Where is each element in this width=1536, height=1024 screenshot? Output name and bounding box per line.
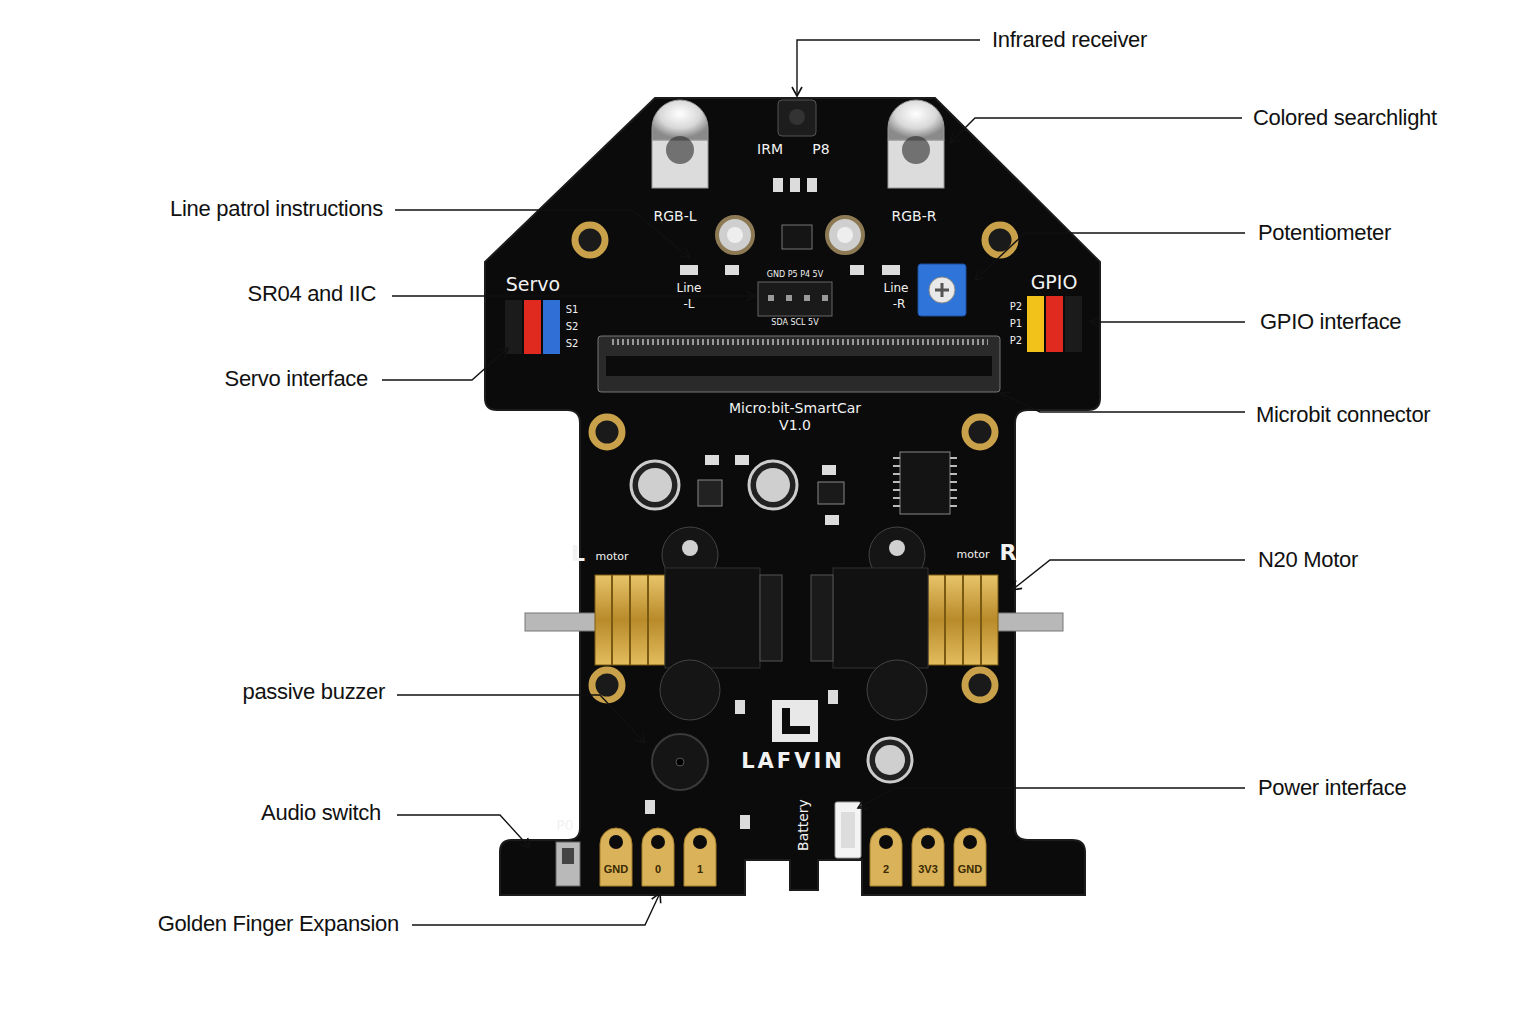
pin-label: P0 <box>556 818 573 832</box>
passive-buzzer <box>652 734 708 790</box>
silkscreen-text: Line <box>676 282 701 294</box>
power-connector <box>835 802 861 858</box>
audio-switch <box>556 842 580 886</box>
callout-label: Audio switch <box>261 802 381 824</box>
callout-label: Line patrol instructions <box>170 198 383 220</box>
servo-header <box>505 300 560 354</box>
silkscreen-text: P8 <box>812 142 829 156</box>
callout-label: N20 Motor <box>1258 549 1358 571</box>
pin-label: P2 <box>1010 336 1022 346</box>
finger-label: 2 <box>883 864 889 875</box>
finger-label: 3V3 <box>918 864 938 875</box>
motor-side: L <box>571 543 585 565</box>
finger-label: 1 <box>697 864 703 875</box>
silkscreen-text: IRM <box>757 142 783 156</box>
finger-label: GND <box>958 864 982 875</box>
silkscreen-text: motor <box>956 549 989 560</box>
smd-parts <box>645 178 900 829</box>
pcb-board <box>485 98 1100 895</box>
silkscreen-text: -L <box>683 298 694 310</box>
driver-ic <box>900 452 950 514</box>
silkscreen-text: motor <box>595 551 628 562</box>
potentiometer <box>918 264 966 316</box>
pin-label: P2 <box>1010 302 1022 312</box>
silkscreen-title: GPIO <box>1031 273 1078 292</box>
golden-fingers <box>600 828 986 886</box>
pin-label: S2 <box>566 339 579 349</box>
callout-label: Potentiometer <box>1258 222 1391 244</box>
callout-label: SR04 and IIC <box>248 283 376 305</box>
callout-label: passive buzzer <box>242 681 385 703</box>
board-version: V1.0 <box>779 418 811 432</box>
regulator <box>698 480 722 506</box>
silkscreen-text: -R <box>893 298 906 310</box>
mount-holes <box>575 217 1015 700</box>
ir-receiver <box>778 100 816 136</box>
ic-chip <box>782 225 812 249</box>
brand-logo: LAFVIN <box>741 751 845 772</box>
callout-label: Golden Finger Expansion <box>158 913 399 935</box>
callout-label: Infrared receiver <box>992 29 1147 51</box>
callout-label: Microbit connector <box>1256 404 1430 426</box>
n20-motor <box>525 527 1063 720</box>
sr04-header <box>758 282 832 316</box>
board-name: Micro:bit-SmartCar <box>729 401 861 415</box>
rgb-led <box>652 100 944 188</box>
pin-label: GND P5 P4 5V <box>767 271 823 279</box>
transistor <box>818 482 844 504</box>
silkscreen-text: Line <box>883 282 908 294</box>
pin-label: S2 <box>566 322 579 332</box>
finger-label: 0 <box>655 864 661 875</box>
callout-label: GPIO interface <box>1260 311 1401 333</box>
pin-label: P1 <box>1010 319 1022 329</box>
silkscreen-title: Servo <box>506 275 560 294</box>
silkscreen-text: RGB-R <box>892 209 937 223</box>
ir-lens <box>789 109 805 125</box>
finger-label: GND <box>604 864 628 875</box>
leader-lines <box>382 40 1245 925</box>
microbit-connector <box>598 336 1000 392</box>
motor-side: R <box>1000 542 1017 564</box>
silkscreen-text: RGB-L <box>653 209 696 223</box>
callout-label: Servo interface <box>225 368 368 390</box>
silkscreen-text: Battery <box>796 799 810 851</box>
callout-label: Colored searchlight <box>1253 107 1437 129</box>
pin-label: S1 <box>566 305 579 315</box>
pin-label: SDA SCL 5V <box>771 319 818 327</box>
callout-label: Power interface <box>1258 777 1406 799</box>
gpio-header <box>1027 296 1082 352</box>
logo-mark <box>772 700 818 742</box>
